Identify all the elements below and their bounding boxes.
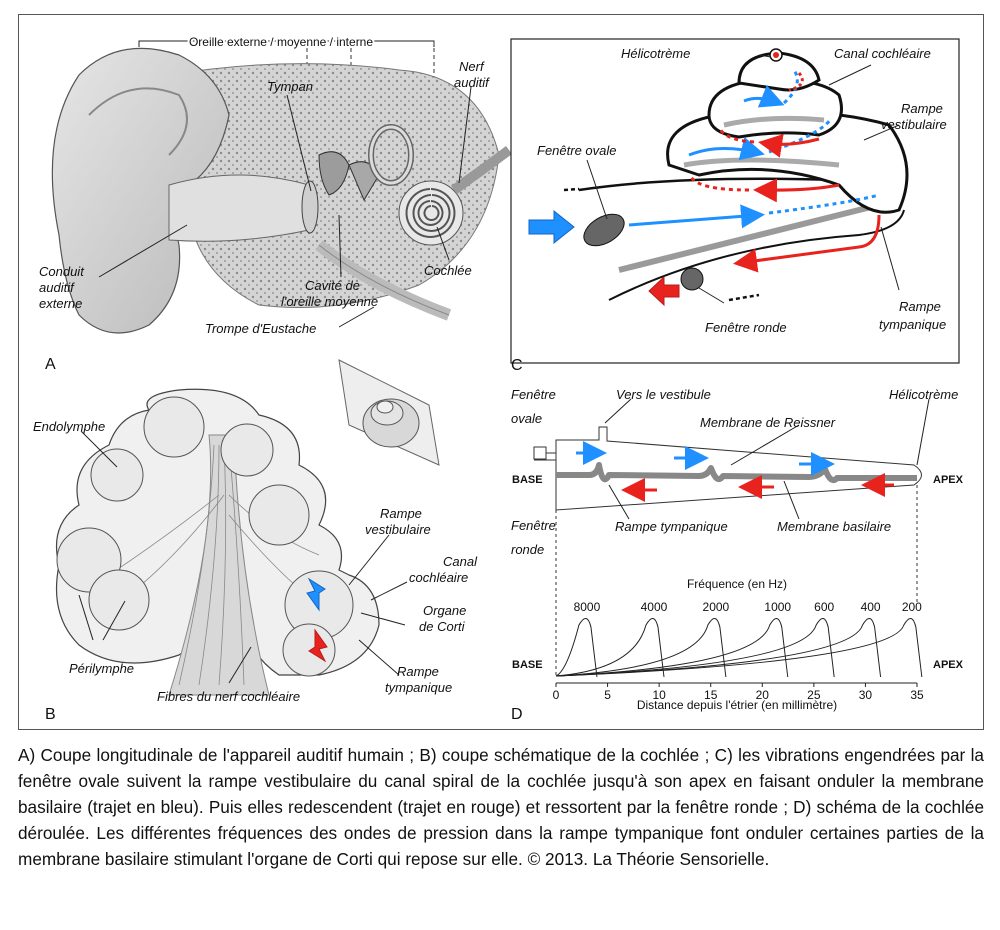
freq-label: 8000 xyxy=(574,600,601,614)
figure-caption: A) Coupe longitudinale de l'appareil aud… xyxy=(18,745,984,869)
x-tick-label: 35 xyxy=(910,688,924,702)
freq-label: 200 xyxy=(902,600,922,614)
ear-canal xyxy=(168,174,310,242)
blue-input-arrow xyxy=(528,209,575,245)
panel-b-letter: B xyxy=(45,706,56,723)
c-ovale-label: Fenêtre ovale xyxy=(537,143,617,158)
freq-curve xyxy=(555,618,789,678)
trompe-label: Trompe d'Eustache xyxy=(205,321,316,336)
x-tick-label: 25 xyxy=(807,688,821,702)
x-tick-label: 5 xyxy=(604,688,611,702)
d-base-label: BASE xyxy=(512,474,543,486)
freq-curve xyxy=(555,618,727,678)
cavite-label-2: l'oreille moyenne xyxy=(281,294,378,309)
d-fr-label-2: ronde xyxy=(511,542,544,557)
x-tick-label: 15 xyxy=(704,688,718,702)
c-rv-label-2: vestibulaire xyxy=(881,117,947,132)
endolymphe-label: Endolymphe xyxy=(33,419,105,434)
freq-label: 600 xyxy=(814,600,834,614)
panel-d-letter: D xyxy=(511,706,523,723)
d-vestibule-label: Vers le vestibule xyxy=(616,387,711,402)
d-fo-label-2: ovale xyxy=(511,411,542,426)
d-reissner-label: Membrane de Reissner xyxy=(700,415,836,430)
c-canal-label: Canal cochléaire xyxy=(834,46,931,61)
tympanum xyxy=(301,180,319,234)
rt-label-2: tympanique xyxy=(385,680,452,695)
oval-window xyxy=(583,213,625,247)
panel-b: Endolymphe Périlymphe Fibres du nerf coc… xyxy=(33,359,478,723)
conduit-label-1: Conduit xyxy=(39,264,85,279)
c-ronde-label: Fenêtre ronde xyxy=(705,320,787,335)
cochlea-spiral xyxy=(398,180,464,246)
freq-label: 400 xyxy=(861,600,881,614)
x-tick-label: 30 xyxy=(859,688,873,702)
x-tick-label: 10 xyxy=(652,688,666,702)
panel-d: Fenêtre ovale Vers le vestibule Hélicotr… xyxy=(511,387,964,723)
freq-label: 4000 xyxy=(641,600,668,614)
x-tick-label: 20 xyxy=(756,688,770,702)
red-output-arrow xyxy=(648,275,680,307)
c-helicotreme-label: Hélicotrème xyxy=(621,46,690,61)
freq-label: 2000 xyxy=(703,600,730,614)
blue-arrow-b xyxy=(306,577,326,612)
conduit-label-2: auditif xyxy=(39,280,75,295)
tympan-label: Tympan xyxy=(267,79,313,94)
fibres-label: Fibres du nerf cochléaire xyxy=(157,689,300,704)
chart-base-label: BASE xyxy=(512,659,543,671)
freq-curve xyxy=(555,618,882,678)
nerf-label-1: Nerf xyxy=(459,59,485,74)
panel-a: Oreille externe / moyenne / interne Tymp… xyxy=(39,33,512,373)
panel-a-letter: A xyxy=(45,356,56,373)
rt-label-1: Rampe xyxy=(397,664,439,679)
cochlee-label: Cochlée xyxy=(424,263,472,278)
freq-curve xyxy=(555,618,835,678)
oc-label-2: de Corti xyxy=(419,619,466,634)
round-window xyxy=(680,267,704,291)
cc-label-2: cochléaire xyxy=(409,570,468,585)
cavite-label-1: Cavité de xyxy=(305,278,360,293)
rv-label-1: Rampe xyxy=(380,506,422,521)
oc-label-1: Organe xyxy=(423,603,466,618)
d-apex-label: APEX xyxy=(933,474,964,486)
panel-c: Hélicotrème Canal cochléaire Rampe vesti… xyxy=(510,38,960,374)
red-arrow-b xyxy=(308,628,328,663)
chart-title: Fréquence (en Hz) xyxy=(687,577,787,591)
c-rt-label-2: tympanique xyxy=(879,317,946,332)
chart-xlabel: Distance depuis l'étrier (en millimètre) xyxy=(637,698,837,712)
d-helicotreme-label: Hélicotrème xyxy=(889,387,958,402)
nerf-label-2: auditif xyxy=(454,75,490,90)
perilymphe-label: Périlymphe xyxy=(69,661,134,676)
d-rampe-tymp-label: Rampe tympanique xyxy=(615,519,728,534)
freq-curve xyxy=(555,618,923,678)
d-basilaire-label: Membrane basilaire xyxy=(777,519,891,534)
freq-label: 1000 xyxy=(764,600,791,614)
d-fo-label-1: Fenêtre xyxy=(511,387,556,402)
d-fr-label-1: Fenêtre xyxy=(511,518,556,533)
figure: Oreille externe / moyenne / interne Tymp… xyxy=(18,14,984,730)
chart-apex-label: APEX xyxy=(933,659,964,671)
c-rv-label-1: Rampe xyxy=(901,101,943,116)
cc-label-1: Canal xyxy=(443,554,478,569)
frequency-chart: 0 5 10 15 20 25 30 35 8000 4000 2000 1000 600 400 200 xyxy=(553,600,924,702)
freq-curve xyxy=(555,618,665,678)
x-tick-label: 0 xyxy=(553,688,560,702)
conduit-label-3: externe xyxy=(39,296,82,311)
auricle xyxy=(51,47,230,334)
header-label: Oreille externe / moyenne / interne xyxy=(189,35,373,49)
panel-c-letter: C xyxy=(511,357,523,374)
c-rt-label-1: Rampe xyxy=(899,299,941,314)
spiral-inset-icon xyxy=(362,398,420,448)
rv-label-2: vestibulaire xyxy=(365,522,431,537)
freq-curve xyxy=(555,618,598,678)
